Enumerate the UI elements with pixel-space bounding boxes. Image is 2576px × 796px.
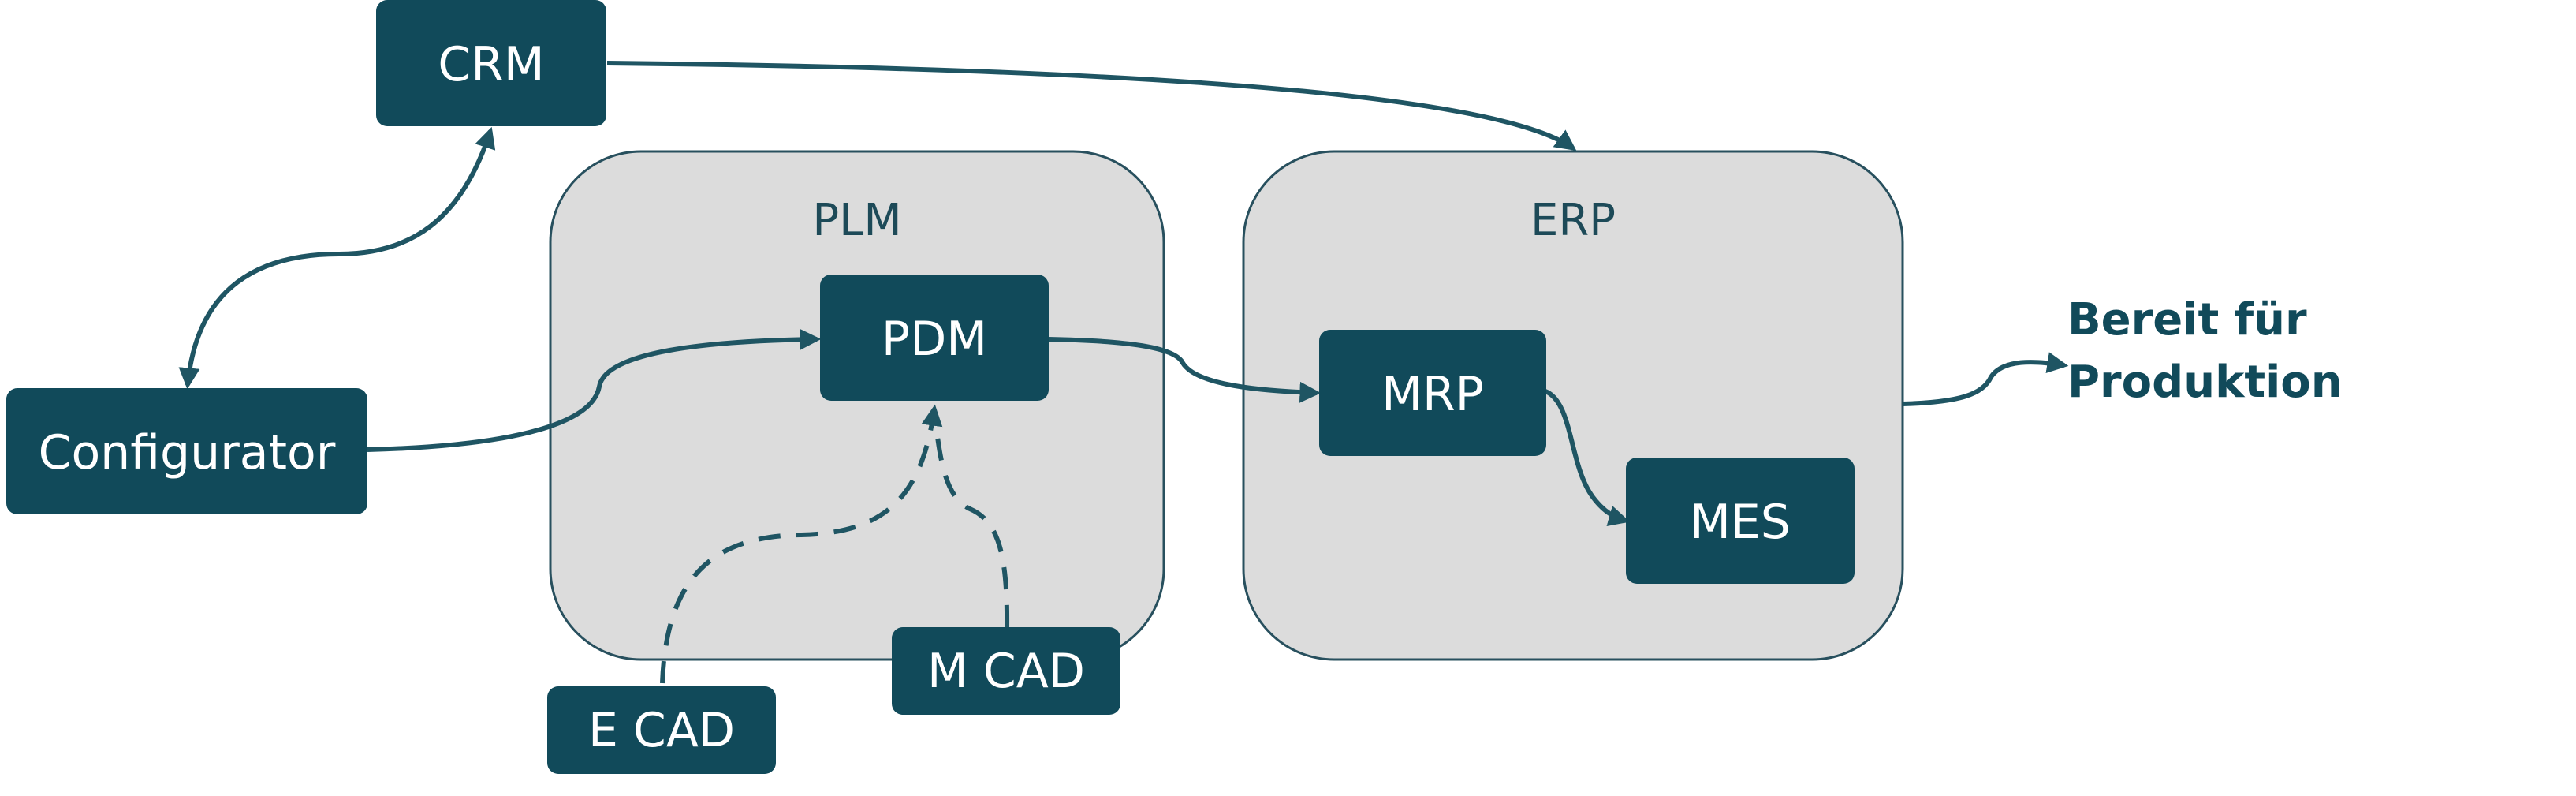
connector-crm-configurator bbox=[178, 126, 496, 390]
crm-label: CRM bbox=[438, 37, 544, 92]
connector-ecad-pdm bbox=[660, 404, 943, 684]
pdm-box bbox=[820, 275, 1049, 401]
plm-group: PLM bbox=[549, 150, 1165, 661]
mcad-label: M CAD bbox=[927, 644, 1085, 699]
mes-label: MES bbox=[1690, 495, 1791, 550]
connector-crm-erp bbox=[606, 61, 1577, 151]
crm-node: CRM bbox=[376, 0, 606, 126]
plm-group-label: PLM bbox=[812, 195, 901, 246]
connector-mcad-pdm bbox=[933, 417, 1010, 628]
mrp-label: MRP bbox=[1381, 367, 1484, 422]
crm-box bbox=[376, 0, 606, 126]
pdm-node: PDM bbox=[820, 275, 1049, 401]
erp-group-label: ERP bbox=[1530, 195, 1616, 246]
mcad-node: M CAD bbox=[892, 627, 1120, 715]
ecad-label: E CAD bbox=[588, 703, 735, 758]
configurator-label: Configurator bbox=[39, 425, 336, 480]
mes-node: MES bbox=[1626, 458, 1855, 584]
pdm-label: PDM bbox=[882, 312, 987, 367]
mrp-node: MRP bbox=[1319, 330, 1546, 456]
ecad-node: E CAD bbox=[547, 686, 776, 774]
connector-configurator-pdm bbox=[367, 328, 822, 452]
configurator-node: Configurator bbox=[6, 388, 367, 514]
mrp-box bbox=[1319, 330, 1546, 456]
mcad-box bbox=[892, 627, 1120, 715]
ecad-box bbox=[547, 686, 776, 774]
output-label: Bereit für Produktion bbox=[2067, 294, 2343, 408]
connector-pdm-mrp bbox=[1048, 337, 1322, 403]
configurator-box bbox=[6, 388, 367, 514]
output-line-2: Produktion bbox=[2067, 357, 2343, 408]
connector-erp-output bbox=[1902, 352, 2069, 406]
output-line-1: Bereit für bbox=[2067, 294, 2307, 346]
mes-box bbox=[1626, 458, 1855, 584]
connector-mrp-mes bbox=[1544, 389, 1631, 527]
